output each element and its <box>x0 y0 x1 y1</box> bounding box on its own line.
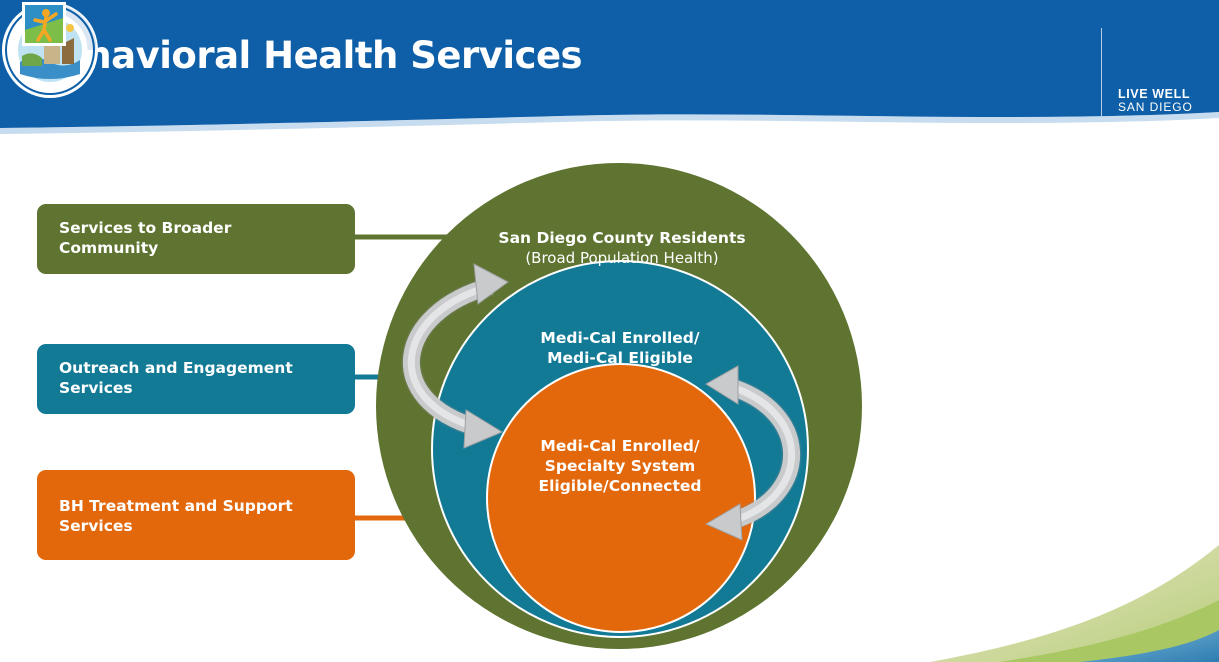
box-broader-line2: Community <box>59 239 159 257</box>
logo-divider <box>1101 28 1102 116</box>
box-outreach-line2: Services <box>59 379 133 397</box>
box-bh-treatment-support: BH Treatment and Support Services <box>37 470 355 560</box>
live-well-line2: SAN DIEGO <box>1118 100 1193 114</box>
box-treatment-line1: BH Treatment and Support <box>59 497 293 515</box>
middle-circle-line1: Medi-Cal Enrolled/ <box>540 329 700 347</box>
box-services-broader-community: Services to Broader Community <box>37 204 355 274</box>
box-outreach-engagement: Outreach and Engagement Services <box>37 344 355 414</box>
box-outreach-line1: Outreach and Engagement <box>59 359 293 377</box>
outer-circle-title: San Diego County Residents <box>498 229 746 247</box>
decorative-swoosh <box>930 545 1219 662</box>
live-well-line1: LIVE WELL <box>1118 87 1191 101</box>
box-broader-line1: Services to Broader <box>59 219 232 237</box>
page-title: Behavioral Health Services <box>33 34 583 77</box>
inner-circle-specialty <box>486 363 756 633</box>
curved-arrow-right <box>704 365 802 541</box>
middle-circle-label: Medi-Cal Enrolled/ Medi-Cal Eligible <box>500 328 740 368</box>
live-well-logo-icon <box>22 2 66 46</box>
outer-circle-label: San Diego County Residents (Broad Popula… <box>462 228 782 268</box>
inner-circle-label: Medi-Cal Enrolled/ Specialty System Elig… <box>500 436 740 496</box>
header-background <box>0 0 1219 134</box>
box-treatment-line2: Services <box>59 517 133 535</box>
inner-circle-line1: Medi-Cal Enrolled/ <box>540 437 700 455</box>
inner-circle-line2: Specialty System <box>544 457 696 475</box>
outer-circle-subtitle: (Broad Population Health) <box>525 249 719 267</box>
middle-circle-line2: Medi-Cal Eligible <box>547 349 693 367</box>
header-banner: Behavioral Health Services LIVE WELL SAN… <box>0 0 1219 140</box>
curved-arrow-left <box>401 263 509 449</box>
live-well-wordmark: LIVE WELL SAN DIEGO <box>1118 88 1214 114</box>
inner-circle-line3: Eligible/Connected <box>538 477 702 495</box>
